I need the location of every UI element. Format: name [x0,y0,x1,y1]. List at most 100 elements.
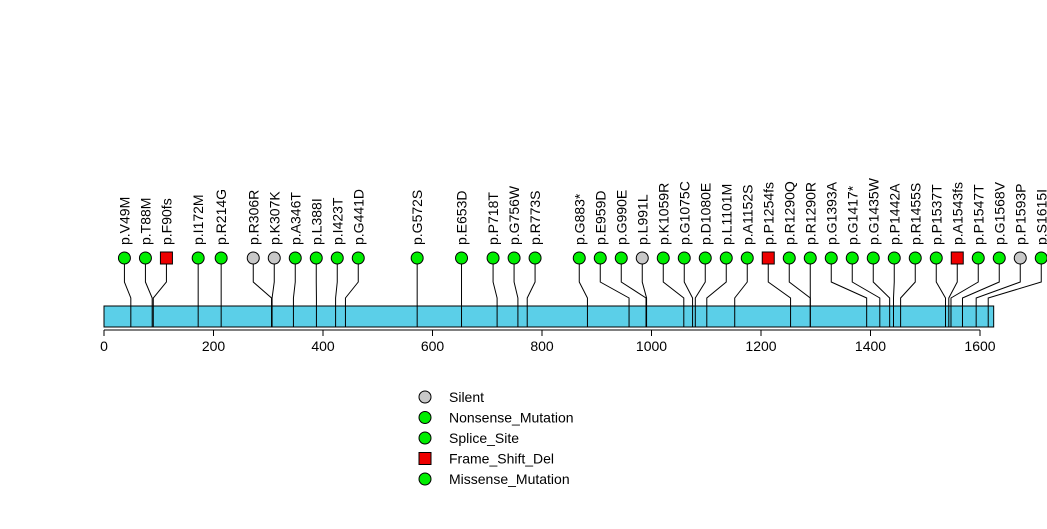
legend-circle-icon [419,391,431,403]
x-tick-label: 1000 [636,338,667,354]
mutation-label: p.P1593P [1012,184,1028,246]
lollipop-head-circle [118,252,130,264]
mutation-label: p.F90fs [158,198,174,245]
lollipop-head-circle [573,252,585,264]
lollipop-head-circle [657,252,669,264]
lollipop-head-circle [930,252,942,264]
lollipop-head-circle [411,252,423,264]
lollipop-head-circle [972,252,984,264]
lollipop-head-square [762,252,774,264]
mutation-label: p.G572S [409,190,425,245]
mutation-label: p.P1547T [970,184,986,245]
lollipop-head-circle [487,252,499,264]
lollipop-stem [768,258,790,306]
mutation-label: p.E653D [454,191,470,245]
lollipop-head-square [160,252,172,264]
lollipop-stem [831,258,866,306]
lollipop-head-circle [1035,252,1047,264]
mutation-label: p.L991L [634,194,650,245]
mutation-label: p.K307K [266,191,282,245]
mutation-label: p.L388I [308,198,324,245]
lollipop-stem [988,258,1041,306]
legend-circle-icon [419,432,431,444]
lollipop-head-circle [804,252,816,264]
lollipop-stem [901,258,916,306]
lollipop-stem [663,258,684,306]
mutation-label: p.G1393A [823,181,839,245]
legend-circle-icon [419,473,431,485]
lollipop-stem [789,258,810,306]
lollipop-stem [145,258,152,306]
lollipop-head-circle [846,252,858,264]
lollipop-head-circle [741,252,753,264]
lollipop-head-circle [529,252,541,264]
x-tick-label: 200 [202,338,226,354]
mutation-label: p.D1080E [697,183,713,245]
lollipop-stem [600,258,629,306]
lollipop-stem [852,258,880,306]
x-tick-label: 1600 [964,338,995,354]
lollipop-head-circle [993,252,1005,264]
mutation-label: p.R1455S [907,183,923,245]
x-tick-label: 1400 [855,338,886,354]
mutation-label: p.G1568V [991,181,1007,245]
mutation-label: p.R214G [213,189,229,245]
lollipop-stem [951,258,978,306]
lollipop-stem [695,258,705,306]
lollipop-head-circle [699,252,711,264]
lollipop-head-circle [192,252,204,264]
mutation-label: p.A346T [287,192,303,245]
lollipop-stem [272,258,274,306]
lollipop-head-circle [594,252,606,264]
lollipop-head-circle [825,252,837,264]
lollipop-stem [949,258,957,306]
lollipop-head-circle [289,252,301,264]
lollipop-head-circle [909,252,921,264]
mutation-label: p.G1417* [844,185,860,245]
legend-label: Silent [449,389,484,405]
lollipop-head-circle [720,252,732,264]
lollipop-stem [873,258,889,306]
lollipop-stem [153,258,166,306]
lollipop-head-circle [783,252,795,264]
mutation-label: p.I423T [329,197,345,245]
legend-label: Frame_Shift_Del [449,451,554,467]
mutation-label: p.K1059R [655,183,671,245]
mutation-label: p.G441D [350,189,366,245]
mutation-label: p.T88M [137,198,153,245]
mutation-label: p.A1152S [739,185,755,245]
lollipop-head-circle [247,252,259,264]
lollipop-stem [253,258,271,306]
legend-square-icon [419,453,431,465]
lollipop-head-circle [310,252,322,264]
lollipop-head-circle [215,252,227,264]
lollipop-head-circle [352,252,364,264]
lollipop-stem [735,258,748,306]
mutation-label: p.G1435W [865,177,881,245]
lollipop-stem [962,258,999,306]
lollipop-stem [345,258,358,306]
lollipop-stem [936,258,945,306]
mutation-label: p.P718T [485,192,501,245]
lollipop-stem [527,258,535,306]
mutation-label: p.V49M [116,197,132,245]
mutation-label: p.G1075C [676,181,692,245]
lollipop-head-square [951,252,963,264]
mutation-label: p.E959D [592,191,608,245]
mutation-label: p.G883* [571,193,587,245]
x-tick-label: 0 [100,338,108,354]
lollipop-stem [707,258,726,306]
legend-label: Nonsense_Mutation [449,410,574,426]
mutation-label: p.R773S [527,191,543,245]
lollipop-stem [493,258,497,306]
lollipop-head-circle [331,252,343,264]
mutation-label: p.R1290R [802,182,818,245]
lollipop-stem [893,258,894,306]
lollipop-head-circle [1014,252,1026,264]
mutation-label: p.A1543fs [949,182,965,245]
protein-bar [104,306,994,327]
lollipop-head-circle [636,252,648,264]
x-tick-label: 800 [530,338,554,354]
